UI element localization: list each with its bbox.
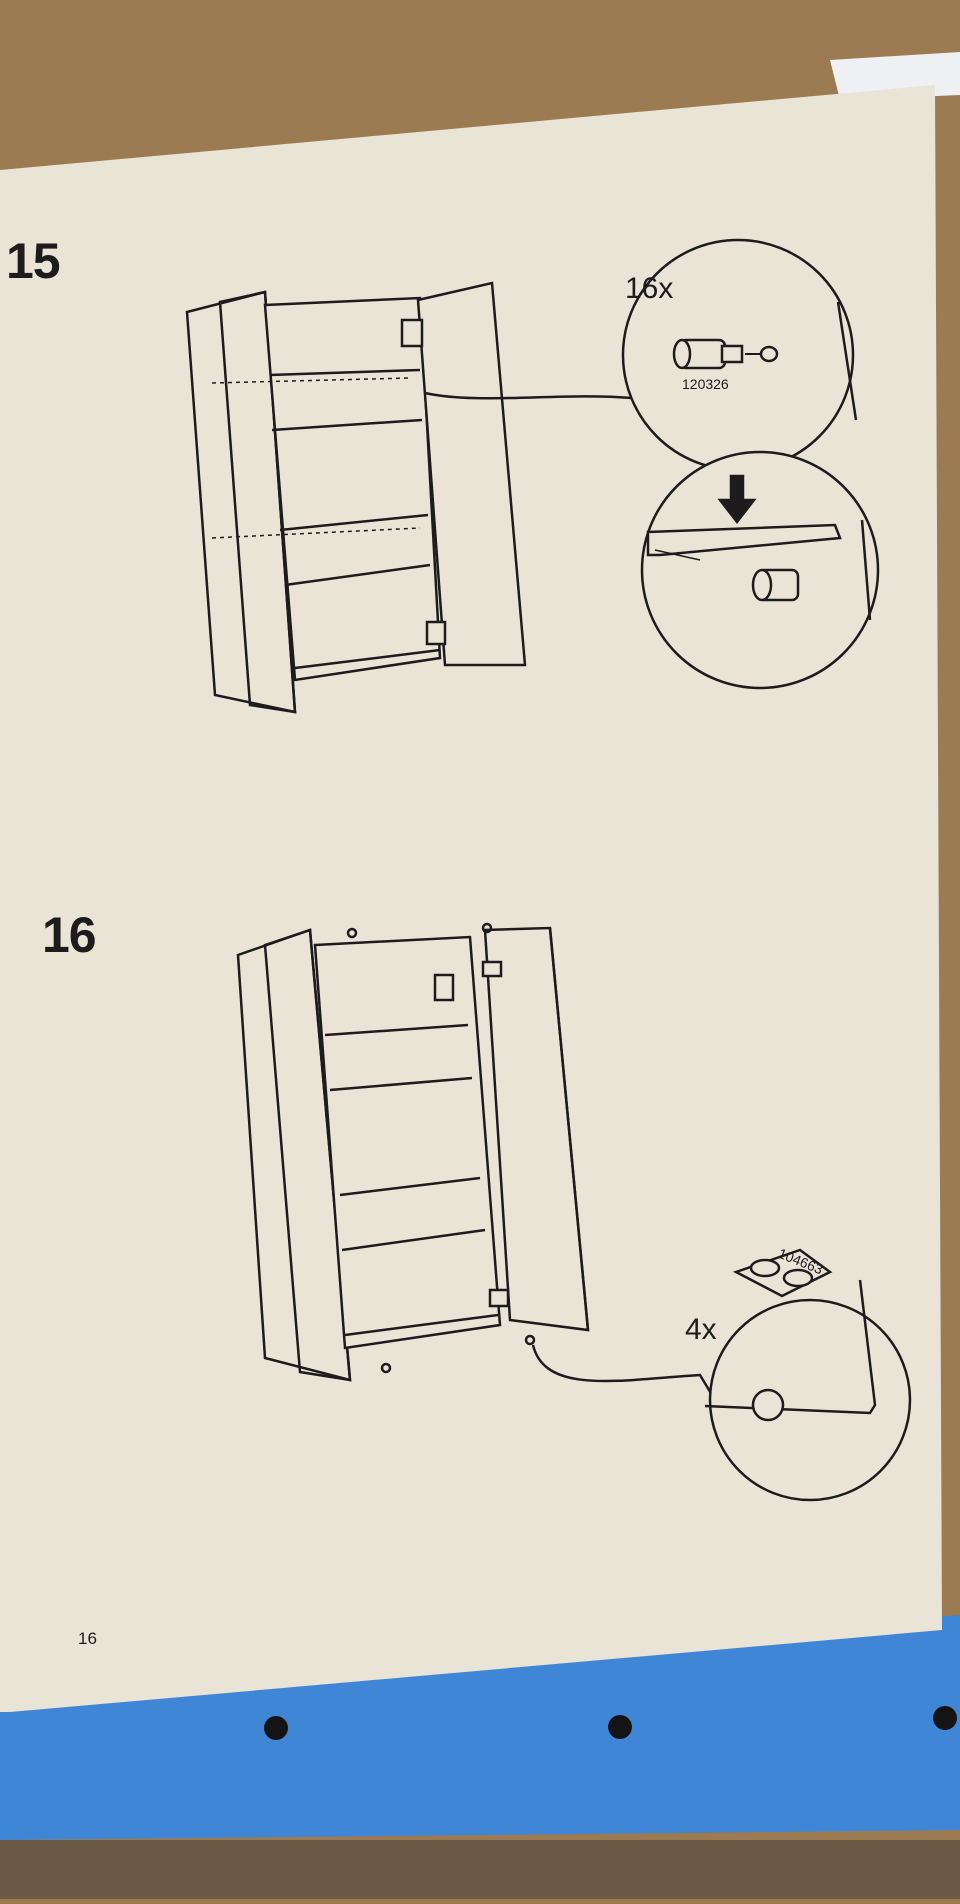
cardboard-strip xyxy=(0,1840,960,1899)
step15-article-number: 120326 xyxy=(682,376,729,392)
step-number-15: 15 xyxy=(6,233,61,289)
inserted-pin-icon xyxy=(751,568,800,602)
insert-arrow-icon xyxy=(717,474,757,525)
binder-hole xyxy=(264,1716,288,1740)
step16-quantity: 4x xyxy=(685,1313,717,1346)
step16-cabinet-illustration xyxy=(236,922,590,1382)
bumper-pad-icon xyxy=(751,1388,785,1422)
shelf-support-pin-icon xyxy=(672,338,779,370)
step-number-16: 16 xyxy=(42,907,97,963)
step16-callout xyxy=(531,1248,912,1502)
step15-callout xyxy=(424,238,880,690)
binder-hole xyxy=(608,1715,632,1739)
shelf-cross-section xyxy=(646,523,842,557)
bumper-sheet-icon xyxy=(732,1248,833,1298)
step15-cabinet-illustration xyxy=(185,281,527,714)
binder-hole xyxy=(933,1706,957,1730)
page-number: 16 xyxy=(78,1629,97,1648)
step15-quantity: 16x xyxy=(625,272,674,305)
